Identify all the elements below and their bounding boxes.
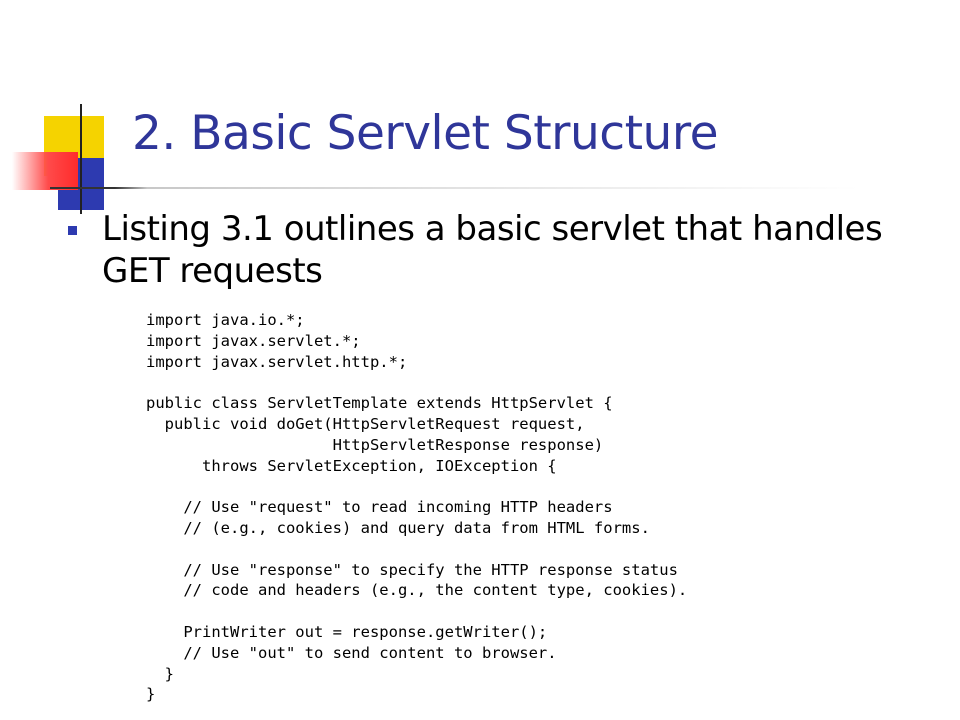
logo-vertical-line [80,104,82,214]
code-line: } [146,685,156,704]
code-line: // Use "response" to specify the HTTP re… [146,560,678,579]
square-bullet-icon [68,226,77,235]
code-line: } [146,664,174,683]
code-line: public class ServletTemplate extends Htt… [146,394,613,413]
code-line: import javax.servlet.*; [146,331,361,350]
code-line: import java.io.*; [146,311,305,329]
code-line: // Use "out" to send content to browser. [146,643,557,662]
code-line: // Use "request" to read incoming HTTP h… [146,498,613,517]
bullet-text: Listing 3.1 outlines a basic servlet tha… [102,209,883,291]
code-line: // (e.g., cookies) and query data from H… [146,518,650,537]
code-listing: import java.io.*; import javax.servlet.*… [146,310,687,705]
code-line: import javax.servlet.http.*; [146,352,408,371]
code-line: HttpServletResponse response) [146,435,604,454]
code-line: public void doGet(HttpServletRequest req… [146,414,585,433]
title-underline [50,187,860,189]
code-line: PrintWriter out = response.getWriter(); [146,622,548,641]
slide-title: 2. Basic Servlet Structure [132,106,719,161]
logo-red-bar [12,152,78,190]
code-line: // code and headers (e.g., the content t… [146,581,688,600]
code-line: throws ServletException, IOException { [146,456,557,475]
